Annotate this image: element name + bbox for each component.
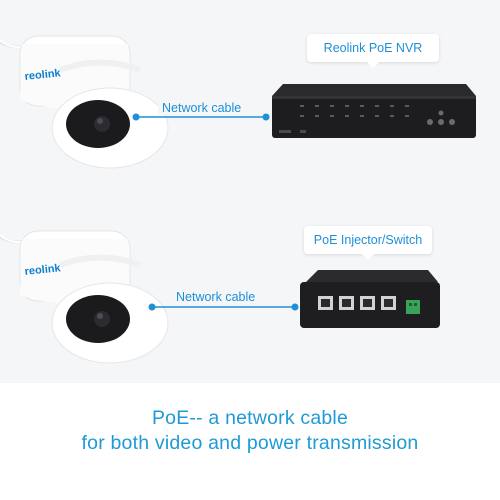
power-terminal-icon: [406, 300, 420, 314]
switch-callout: PoE Injector/Switch: [304, 226, 432, 260]
cable-end-dot: [148, 303, 156, 311]
dome-camera-1: [0, 35, 169, 169]
cable-end-dot: [291, 303, 299, 311]
camera-2-brand: reolink: [24, 262, 62, 278]
camera-1-brand: reolink: [24, 67, 62, 83]
cable-label-1: Network cable: [158, 101, 246, 115]
nvr-callout: Reolink PoE NVR: [307, 34, 439, 68]
cable-end-dot: [132, 113, 140, 121]
caption-line-1: PoE-- a network cable: [151, 407, 349, 429]
poe-switch-device: [300, 270, 440, 328]
ethernet-port-icons: [318, 296, 396, 310]
dome-camera-2: [0, 230, 169, 364]
cable-end-dot: [262, 113, 270, 121]
caption-line-2: for both video and power transmission: [81, 432, 419, 454]
nvr-device: [272, 84, 476, 138]
cable-label-2: Network cable: [172, 290, 260, 304]
